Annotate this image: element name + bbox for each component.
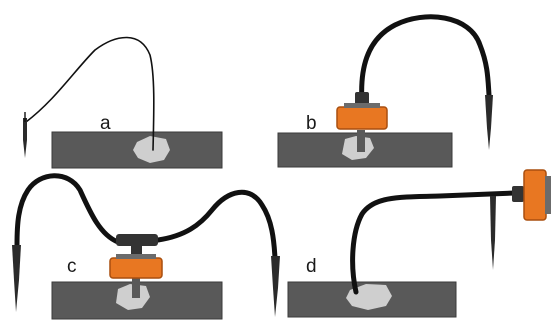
tube-d <box>350 190 518 295</box>
tube-c-right <box>155 189 278 261</box>
panel-c: c <box>12 173 280 320</box>
wire-a <box>25 36 155 151</box>
clamp-b <box>336 106 388 130</box>
cavity-a <box>133 136 170 163</box>
needle-b <box>485 95 493 150</box>
panel-d: d <box>287 169 551 318</box>
connector-c <box>131 244 142 256</box>
clamp-c-cap <box>116 254 156 259</box>
panel-b: b <box>277 14 493 168</box>
panel-label-c: c <box>67 256 77 277</box>
t-connector-c <box>116 234 158 246</box>
clamp-c <box>109 257 163 279</box>
panel-label-a: a <box>100 113 111 134</box>
panel-label-b: b <box>306 113 317 134</box>
panel-label-d: d <box>306 256 317 277</box>
stem-b <box>357 130 365 152</box>
needle-c-right <box>271 256 280 317</box>
stem-c <box>132 276 140 298</box>
needle-d <box>490 196 496 270</box>
connector-b <box>355 92 369 106</box>
clamp-d <box>523 169 547 221</box>
panel-a: a <box>23 36 223 169</box>
tube-c-left <box>14 173 121 248</box>
connector-d <box>512 186 524 202</box>
needle-a <box>23 118 27 158</box>
clamp-d-cap <box>545 176 551 214</box>
needle-c-left <box>12 245 21 312</box>
clamp-b-cap <box>344 103 380 108</box>
tube-b <box>359 14 492 105</box>
